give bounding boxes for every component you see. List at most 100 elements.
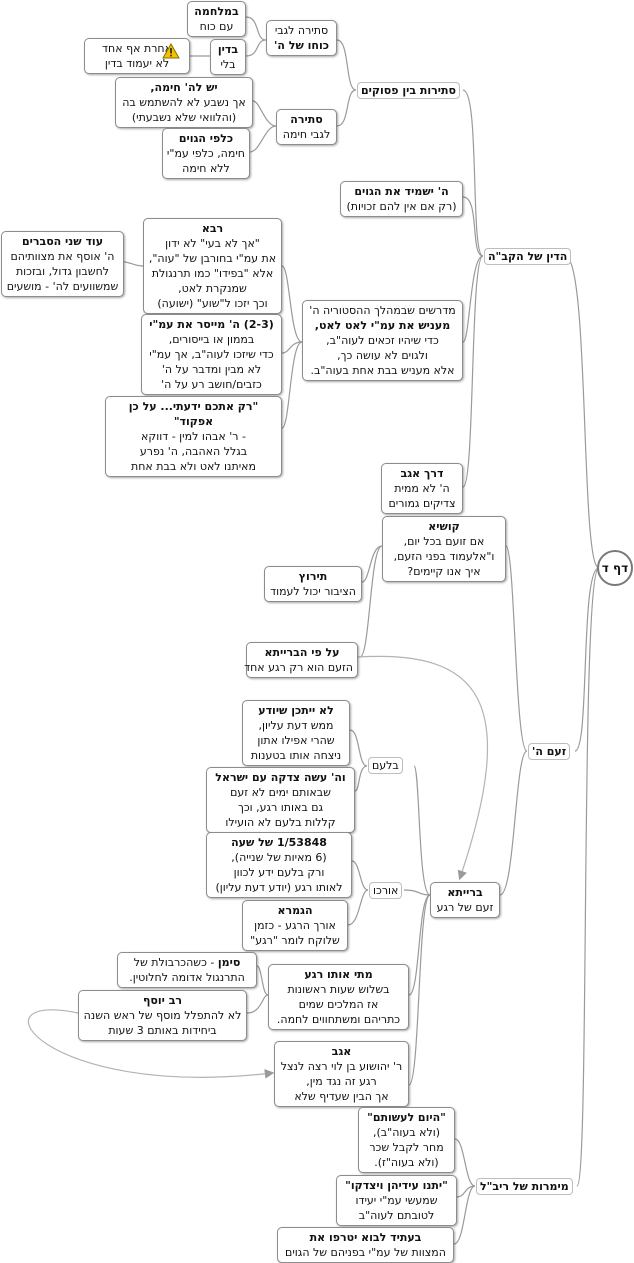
text: איך אנו קיימים? — [407, 565, 481, 578]
node-milchama[interactable]: במלחמה עם כוח — [187, 1, 246, 37]
title: וה' עשה צדקה עם ישראל — [215, 771, 346, 784]
text: זעם של רגע — [436, 901, 494, 914]
node-meiser[interactable]: (2-3) ה' מייסר את עמ"י בממון או בייסורים… — [141, 314, 282, 395]
node-yitnu[interactable]: "יתנו עידיהן ויצדקו" שמעשי עמ"י יעידו לט… — [336, 1175, 457, 1226]
node-beatid[interactable]: בעתיד לבוא יטרפו את המצוות של עמ"י בפניה… — [277, 1227, 454, 1263]
node-stirot[interactable]: סתירות בין פסוקים — [357, 82, 461, 99]
text: לא יעמוד בדין — [104, 57, 170, 70]
node-rak[interactable]: "רק אתכם ידעתי... על כן אפקוד" - ר' אבהו… — [105, 396, 282, 477]
text: (והלוואי שלא נשבעתי) — [131, 111, 237, 124]
text: הציבור יכול לעמוד — [270, 585, 356, 598]
node-od[interactable]: עוד שני הסברים ה' אוסף את מצוותיהם לחשבו… — [1, 231, 124, 297]
node-siman[interactable]: סימן - כשהכרבולת של התרנגול אדומה לחלוטי… — [117, 952, 257, 988]
text: שהרי אפילו אתון — [257, 734, 335, 747]
text: ניצחה אותו בטענות — [250, 749, 342, 762]
node-terutz[interactable]: תירוץ הציבור יכול לעמוד — [264, 566, 362, 602]
title: "רק אתכם ידעתי... על כן אפקוד" — [128, 400, 259, 428]
node-kushya[interactable]: קושיא אם זועם בכל יום, ו"אלעמוד בפני הזע… — [382, 516, 506, 582]
text: התרנגול אדומה לחלוטין. — [129, 971, 245, 984]
text: אך נשבע לא להשתמש בה — [122, 96, 246, 109]
branch-meimrot[interactable]: מימרות של ריב"ל — [476, 1178, 573, 1195]
text: וכך יזכו ל"שוע" (ישועה) — [157, 297, 268, 310]
node-orko[interactable]: אורכו — [369, 882, 403, 899]
text: שמנקרת לאט, — [178, 282, 247, 295]
text: כתריהם ומשתחווים לחמה. — [276, 1013, 401, 1026]
text: "אך לא בעי" לא ידון — [165, 237, 260, 250]
title: "היום לעשותם" — [367, 1111, 446, 1124]
text: צדיקים גמורים — [388, 497, 456, 510]
text: שמשוועים לה' - מושעים — [6, 280, 119, 293]
text: עם כוח — [199, 20, 234, 33]
text: אחרת אף אחד — [102, 42, 172, 55]
text: בגלל האהבה, ה' נפרע — [139, 445, 248, 458]
title: 1/53848 של שעה — [231, 836, 327, 849]
title: "יתנו עידיהן ויצדקו" — [345, 1179, 448, 1192]
title: סתירה — [290, 113, 323, 126]
text: ממש דעת עליון, — [258, 719, 334, 732]
node-bilam[interactable]: בלעם — [368, 757, 403, 774]
title: קושיא — [428, 520, 460, 533]
text: כדי שיזכו לעוה"ב, אך עמ"י — [149, 348, 274, 361]
text: ה' אוסף את מצוותיהם — [10, 250, 115, 263]
text: (ולא בעוה"ב), — [372, 1126, 441, 1139]
node-hema[interactable]: סתירה לגבי חימה — [276, 109, 337, 145]
title: במלחמה — [194, 5, 239, 18]
node-klapei[interactable]: כלפי הגוים חימה, כלפי עמ"י ללא חימה — [162, 128, 250, 179]
branch-din[interactable]: הדין של הקב"ה — [484, 248, 572, 265]
node-beriyta-top[interactable]: על פי הברייתא הזעם הוא רק רגע אחד — [244, 642, 358, 678]
node-tzedaka[interactable]: וה' עשה צדקה עם ישראל שבאותם ימים לא זעם… — [206, 767, 355, 833]
text: שמעשי עמ"י יעידו — [355, 1194, 438, 1207]
text: בלי — [220, 58, 236, 71]
title: רבא — [201, 222, 224, 235]
text: כזבים/חושב רע על ה' — [161, 378, 262, 391]
title: (2-3) ה' מייסר את עמ"י — [149, 318, 274, 331]
text: לטובתם לעוה"ב — [358, 1209, 435, 1222]
text: קללות בלעם לא הועילו — [225, 816, 336, 829]
text: לא מבין ומדבר על ה' — [161, 363, 262, 376]
node-derech[interactable]: דרך אגב ה' לא ממית צדיקים גמורים — [381, 463, 463, 514]
node-rava[interactable]: רבא "אך לא בעי" לא ידון את עמ"י בחורבן ש… — [143, 218, 282, 314]
text: לחשבון גדול, ובזכות — [15, 265, 110, 278]
node-fraction[interactable]: 1/53848 של שעה (6 מאיות של שנייה), ורק ב… — [206, 832, 352, 898]
node-yesh[interactable]: יש לה' חימה, אך נשבע לא להשתמש בה (והלוו… — [115, 77, 253, 128]
node-hayom[interactable]: "היום לעשותם" (ולא בעוה"ב), מחר לקבל שכר… — [358, 1107, 455, 1173]
text: כדי שיהיו זכאים לעוה"ב, — [326, 334, 439, 347]
text: אם זועם בכל יום, — [403, 535, 485, 548]
text: לגבי חימה — [282, 128, 331, 141]
node-gemara[interactable]: הגמרא אורך הרגע - כזמן שלוקח לומר "רגע" — [242, 900, 348, 951]
node-beriyta[interactable]: ברייתא זעם של רגע — [430, 882, 500, 918]
text: מעניש את עמ"י לאט לאט, — [314, 319, 451, 332]
text: בשלוש שעות ראשונות — [287, 983, 390, 996]
node-rav-yosef[interactable]: רב יוסף לא להתפלל מוסף של ראש השנה ביחיד… — [78, 990, 247, 1041]
title: תירוץ — [298, 570, 328, 583]
text: המצוות של עמ"י בפניהם של הגוים — [285, 1246, 446, 1259]
text: (ולא בעוה"ז). — [374, 1156, 439, 1169]
title: רב יוסף — [142, 994, 183, 1007]
node-agav[interactable]: אגב ר' יהושוע בן לוי רצה לנצל רגע זה נגד… — [274, 1041, 409, 1107]
title: דרך אגב — [400, 467, 444, 480]
text: מדרשים שבמהלך ההסטוריה ה' — [309, 304, 456, 317]
node-mataiy[interactable]: מתי אותו רגע בשלוש שעות ראשונות אז המלכי… — [268, 964, 409, 1030]
text: לאותו רגע (יודע דעת עליון) — [215, 881, 343, 894]
title: ה' ישמיד את הגוים — [354, 185, 449, 198]
title: לא ייתכן שיודע — [258, 704, 334, 717]
node-lo-yitachen[interactable]: לא ייתכן שיודע ממש דעת עליון, שהרי אפילו… — [242, 700, 350, 766]
node-bedin[interactable]: בדין בלי — [210, 39, 246, 75]
text: - ר' אבהו למין - דווקא — [141, 430, 246, 443]
text: (רק אם אין להם זכויות) — [346, 200, 457, 213]
root-node[interactable]: דף ד — [597, 550, 633, 586]
title: ברייתא — [447, 886, 483, 899]
node-koach[interactable]: סתירה לגבי כוחו של ה' — [266, 20, 337, 56]
text: אלא מעניש בבת אחת בעוה"ב. — [310, 364, 455, 377]
branch-zaam[interactable]: זעם ה' — [528, 743, 571, 760]
title: עוד שני הסברים — [21, 235, 104, 248]
node-yashmid[interactable]: ה' ישמיד את הגוים (רק אם אין להם זכויות) — [340, 181, 463, 217]
text: שלוקח לומר "רגע" — [250, 934, 340, 947]
text: לא להתפלל מוסף של ראש השנה — [83, 1009, 242, 1022]
node-midrashim[interactable]: מדרשים שבמהלך ההסטוריה ה' מעניש את עמ"י … — [302, 300, 463, 381]
text: מחר לקבל שכר — [369, 1141, 444, 1154]
text: גם באותו רגע, וכך — [237, 801, 324, 814]
title: אגב — [331, 1045, 352, 1058]
title: על פי הברייתא — [264, 646, 340, 659]
